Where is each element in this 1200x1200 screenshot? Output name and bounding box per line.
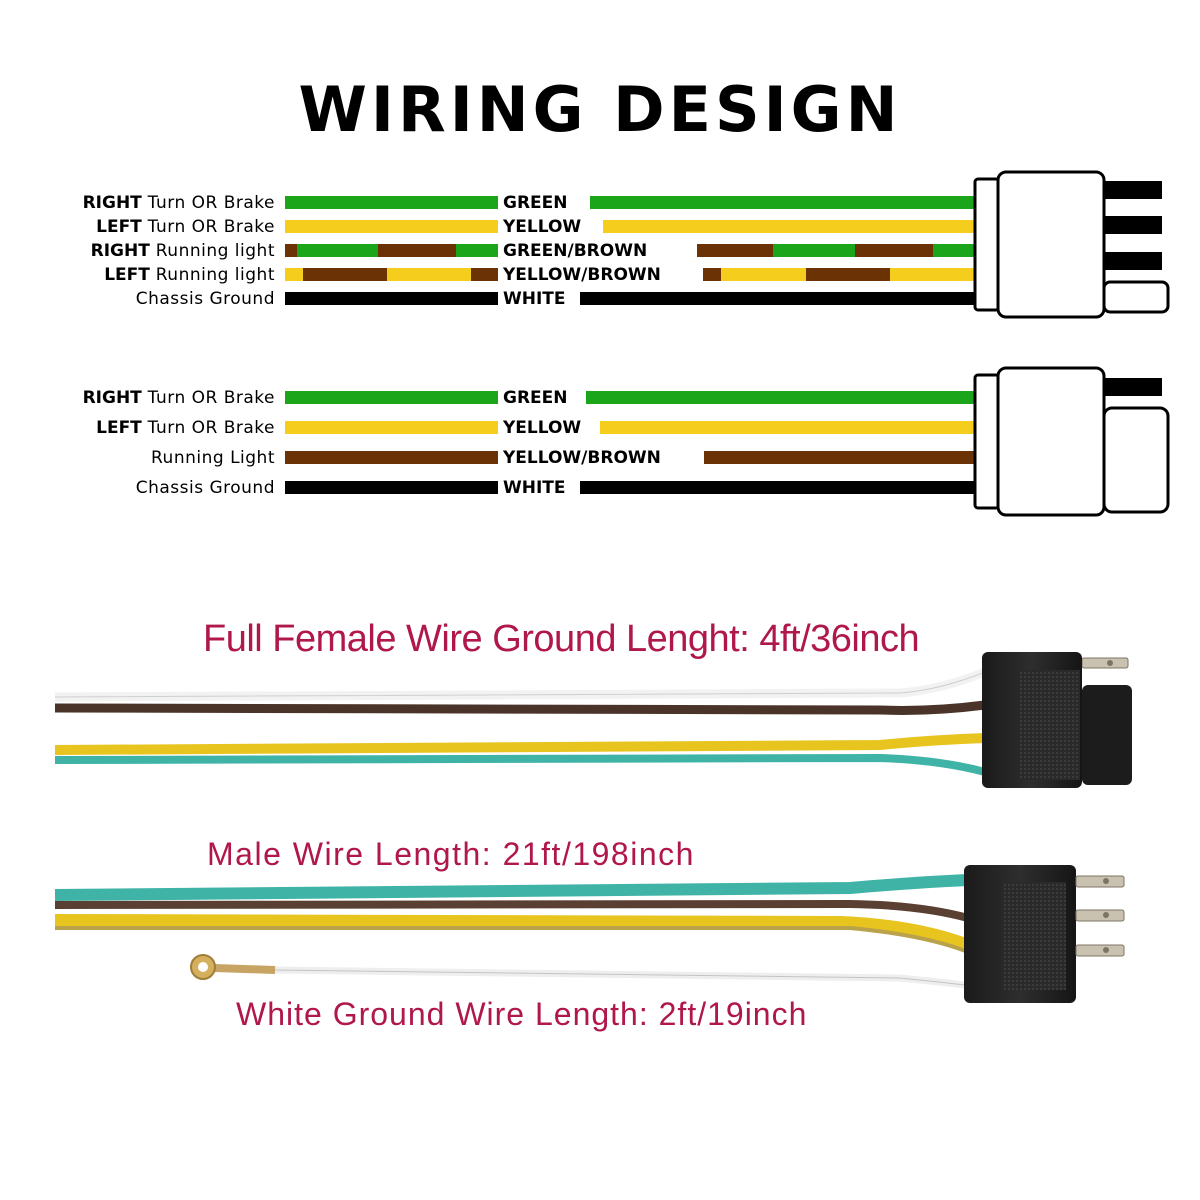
wire-color-label: YELLOW — [500, 418, 585, 438]
pin-label-right-running: RIGHT Running light — [90, 241, 275, 261]
female-cable — [54, 667, 987, 776]
wire-green-brown — [285, 244, 975, 257]
connector-3way — [973, 366, 1170, 517]
pin-label-ground: Chassis Ground — [135, 289, 275, 309]
diagram-title: WIRING DESIGN — [298, 73, 902, 146]
male-connector — [964, 865, 1125, 1003]
wire-green — [586, 391, 975, 404]
wire-yellow-brown — [285, 268, 975, 281]
wire-white — [285, 292, 975, 305]
wire-color-label: GREEN — [500, 193, 571, 213]
wire-color-label: YELLOW/BROWN — [500, 448, 664, 468]
wire-color-label: GREEN/BROWN — [500, 241, 651, 261]
male-wire-length-caption: Male Wire Length: 21ft/198inch — [207, 836, 695, 872]
pin-label-left-running: LEFT Running light — [104, 265, 275, 285]
wire-white — [285, 481, 498, 494]
female-wire-length-caption: Full Female Wire Ground Lenght: 4ft/36in… — [203, 618, 920, 660]
wire-white — [580, 481, 975, 494]
pin-label-right-turn: RIGHT Turn OR Brake — [82, 388, 275, 408]
wire-brown — [704, 451, 975, 464]
wire-green — [285, 391, 498, 404]
wiring-diagram-svg — [285, 170, 1170, 517]
pin-label-left-turn: LEFT Turn OR Brake — [96, 217, 275, 237]
female-connector — [982, 652, 1132, 788]
wire-color-label: YELLOW — [500, 217, 585, 237]
connector-4way-pins — [1104, 181, 1162, 270]
wire-color-label: WHITE — [500, 289, 569, 309]
wire-color-label: GREEN — [500, 388, 571, 408]
wire-brown — [285, 451, 498, 464]
wire-color-label: WHITE — [500, 478, 569, 498]
ground-wire-length-caption: White Ground Wire Length: 2ft/19inch — [236, 996, 808, 1032]
connector-4way — [973, 170, 1170, 319]
pin-label-right-turn: RIGHT Turn OR Brake — [82, 193, 275, 213]
pin-label-running: Running Light — [151, 448, 275, 468]
wire-green — [285, 196, 975, 209]
wire-yellow — [285, 421, 498, 434]
connector-3way-pin — [1104, 378, 1162, 396]
pin-label-left-turn: LEFT Turn OR Brake — [96, 418, 275, 438]
pin-label-ground: Chassis Ground — [135, 478, 275, 498]
wire-yellow — [285, 220, 975, 233]
wire-yellow — [600, 421, 975, 434]
male-cable — [54, 874, 971, 989]
wire-color-label: YELLOW/BROWN — [500, 265, 664, 285]
